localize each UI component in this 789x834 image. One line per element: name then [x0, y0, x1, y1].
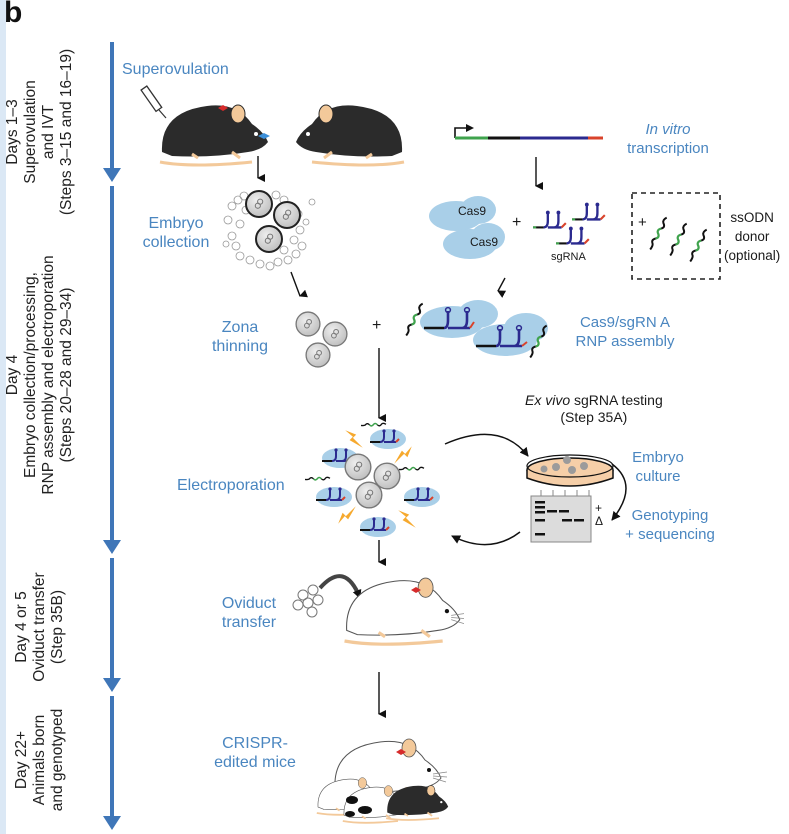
label-embryo-collection-line2: collection	[142, 234, 210, 251]
sgrna-icon	[533, 209, 568, 229]
label-ex-vivo-rest: sgRNA testing	[570, 392, 663, 408]
label-embryo-culture-line2: culture	[635, 468, 681, 485]
embryo-cell-icon	[305, 342, 331, 368]
label-embryo-collection: Embryo collection	[126, 214, 226, 252]
red-bow-icon	[396, 749, 406, 755]
label-crispr-mice-line1: CRISPR-	[222, 735, 288, 752]
rnp-complex-icon	[420, 300, 498, 338]
label-in-vitro-transcription: In vitro transcription	[613, 120, 723, 158]
label-transcription: transcription	[627, 140, 709, 157]
label-genotyping: Genotyping + sequencing	[620, 506, 720, 544]
gel-plus-label: +	[595, 501, 603, 515]
petri-dish-icon	[526, 454, 614, 487]
embryo-cell-icon	[322, 321, 348, 347]
ssodn-strand-icon	[405, 302, 424, 337]
label-zona-thinning: Zona thinning	[200, 318, 280, 356]
arrow-culture-to-genotyping	[611, 463, 627, 521]
male-mouse-icon	[294, 103, 406, 167]
arrow-back-to-electroporation	[451, 531, 521, 546]
ssodn-strand-icon	[669, 222, 688, 257]
arrow-down	[497, 277, 507, 298]
label-electroporation: Electroporation	[177, 477, 285, 494]
label-superovulation: Superovulation	[122, 61, 229, 78]
sgrna-icon	[572, 201, 607, 221]
label-embryo-culture-line1: Embryo	[632, 449, 684, 466]
sgrna-icon	[556, 225, 591, 245]
label-rnp-line1: Cas9/sgRN A	[579, 314, 671, 331]
label-rnp-assembly: Cas9/sgRN A RNP assembly	[566, 313, 684, 351]
plus-sign-ssodn: +	[638, 214, 647, 231]
label-donor: donor	[734, 229, 770, 244]
label-crispr-mice-line2: edited mice	[214, 754, 296, 771]
label-oviduct-transfer-line2: transfer	[221, 614, 277, 631]
label-ex-vivo-step: (Step 35A)	[560, 409, 628, 425]
syringe-icon	[140, 85, 167, 119]
label-optional: (optional)	[724, 248, 781, 263]
red-bow-icon	[411, 587, 421, 593]
embryo-cell-icon	[295, 311, 321, 337]
label-zona-thinning-line1: Zona	[221, 319, 259, 336]
panel-letter: b	[4, 0, 23, 29]
red-bow-icon	[218, 105, 228, 111]
sidebar-strip	[0, 0, 6, 834]
embryo-cluster-icon	[222, 190, 316, 271]
label-ex-vivo: Ex vivo sgRNA testing (Step 35A)	[525, 392, 663, 426]
plus-sign-zona: +	[372, 317, 382, 334]
label-cas9-b: Cas9	[470, 235, 499, 249]
label-ssodn: ssODN	[730, 210, 774, 225]
ssodn-strand-icon	[689, 228, 708, 263]
ssodn-strand-icon	[649, 216, 668, 251]
label-genotyping-line2: + sequencing	[625, 526, 715, 543]
surrogate-mouse-icon	[342, 576, 464, 646]
transfer-embryos-icon	[292, 584, 324, 618]
transfer-arrow-icon	[318, 574, 362, 599]
rnp-complex-icon	[473, 313, 548, 356]
gel-delta-label: Δ	[595, 514, 604, 528]
timeline-arrows	[103, 42, 121, 830]
arrow-down	[290, 271, 308, 298]
label-rnp-line2: RNP assembly	[575, 333, 675, 350]
pup-spotted-icon	[341, 784, 410, 824]
label-ssodn-donor: ssODN donor (optional)	[724, 208, 780, 265]
label-zona-thinning-line2: thinning	[211, 338, 269, 355]
label-embryo-collection-line1: Embryo	[148, 215, 204, 232]
dna-template-icon	[454, 124, 603, 140]
label-oviduct-transfer: Oviduct transfer	[209, 594, 289, 632]
electroporation-cluster-icon	[304, 413, 440, 538]
label-oviduct-transfer-line1: Oviduct	[221, 595, 277, 612]
label-in-vitro: In vitro	[645, 121, 691, 138]
label-sgrna: sgRNA	[551, 251, 586, 263]
label-crispr-mice: CRISPR- edited mice	[200, 734, 310, 772]
arrow-to-culture	[444, 433, 529, 457]
ssodn-box	[631, 192, 721, 280]
female-mouse-icon	[158, 103, 270, 167]
label-embryo-culture: Embryo culture	[623, 448, 693, 486]
cas9-protein-icon	[429, 196, 505, 259]
label-ex-vivo-italic: Ex vivo	[525, 392, 571, 408]
blue-bowtie-icon	[258, 133, 270, 139]
label-cas9-a: Cas9	[458, 204, 487, 218]
label-genotyping-line1: Genotyping	[631, 507, 709, 524]
gel-icon	[530, 490, 592, 543]
plus-sign: +	[512, 214, 522, 231]
